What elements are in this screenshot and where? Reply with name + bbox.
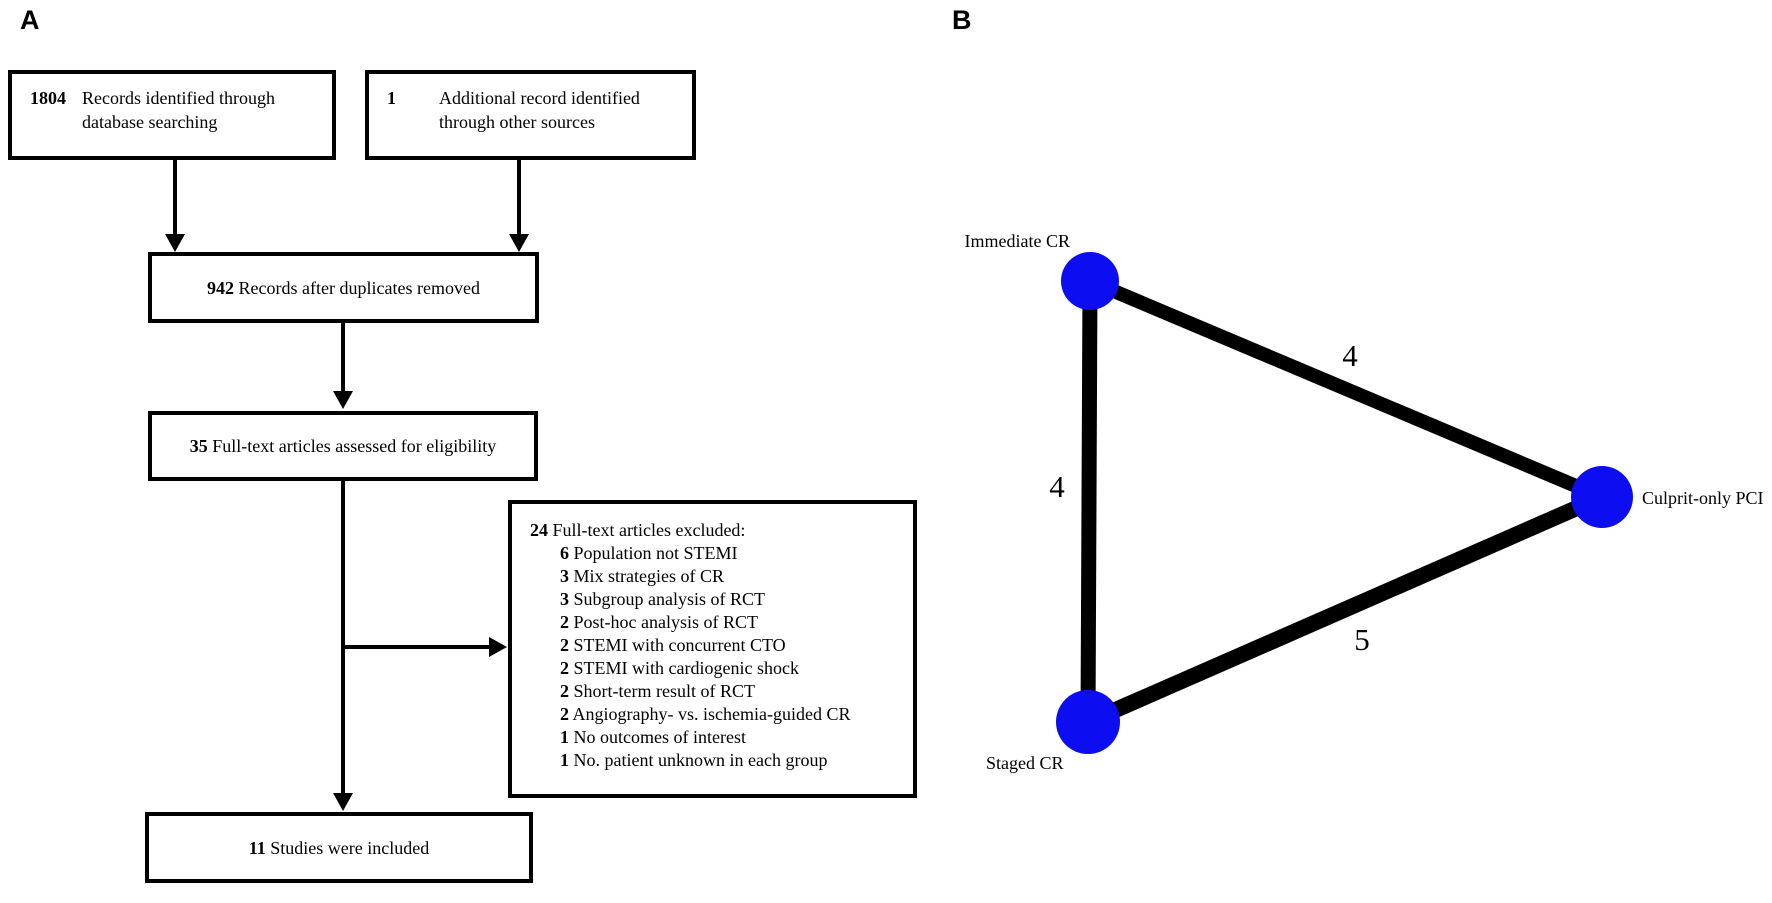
box-records-identified: 1804 Records identified through database… xyxy=(8,70,336,160)
reason-text: Angiography- vs. ischemia-guided CR xyxy=(572,704,851,724)
records-count: 1804 xyxy=(30,88,66,108)
edge-immediate-culprit xyxy=(1087,274,1605,504)
duplicates-count: 942 xyxy=(207,277,235,298)
node-immediate-cr xyxy=(1061,252,1119,310)
reason-text: Population not STEMI xyxy=(573,543,738,563)
reason-count: 2 xyxy=(560,681,569,701)
excluded-reason-row: 2 Short-term result of RCT xyxy=(560,680,905,703)
additional-count: 1 xyxy=(387,88,396,108)
panel-b-label: B xyxy=(952,5,972,35)
panel-a-label: A xyxy=(20,5,40,35)
excluded-count: 24 xyxy=(530,520,548,540)
arrowhead-records-to-duplicates xyxy=(165,234,185,252)
box-additional-records: 1 Additional record identified through o… xyxy=(365,70,696,160)
records-text: Records identified through database sear… xyxy=(82,88,275,132)
edge-staged-culprit xyxy=(1084,489,1606,730)
excluded-reason-row: 2 Post-hoc analysis of RCT xyxy=(560,611,905,634)
excluded-reason-row: 1 No outcomes of interest xyxy=(560,726,905,749)
edge-label-immediate-culprit: 4 xyxy=(1342,338,1358,373)
excluded-reason-list: 6 Population not STEMI 3 Mix strategies … xyxy=(530,542,905,772)
reason-text: Short-term result of RCT xyxy=(573,681,755,701)
connector-duplicates-to-fulltext xyxy=(341,321,345,391)
label-culprit-only-pci: Culprit-only PCI xyxy=(1642,488,1764,508)
node-culprit-only-pci xyxy=(1571,466,1633,528)
excluded-header: 24 Full-text articles excluded: xyxy=(530,519,905,542)
arrowhead-additional-to-duplicates xyxy=(509,234,529,252)
reason-count: 3 xyxy=(560,589,569,609)
box-studies-included: 11 Studies were included xyxy=(145,812,533,883)
excluded-reason-row: 2 STEMI with concurrent CTO xyxy=(560,634,905,657)
excluded-reason-row: 2 STEMI with cardiogenic shock xyxy=(560,657,905,680)
additional-text: Additional record identified through oth… xyxy=(439,88,640,132)
reason-count: 6 xyxy=(560,543,569,563)
edge-label-immediate-staged: 4 xyxy=(1049,469,1065,504)
included-text: Studies were included xyxy=(270,837,430,858)
arrowhead-fulltext-to-included xyxy=(333,793,353,811)
reason-text: Mix strategies of CR xyxy=(573,566,725,586)
reason-count: 2 xyxy=(560,658,569,678)
reason-count: 1 xyxy=(560,750,569,770)
reason-text: STEMI with cardiogenic shock xyxy=(573,658,799,678)
label-staged-cr: Staged CR xyxy=(986,753,1064,773)
excluded-text: Full-text articles excluded: xyxy=(552,520,746,540)
excluded-reason-row: 1 No. patient unknown in each group xyxy=(560,749,905,772)
arrowhead-duplicates-to-fulltext xyxy=(333,391,353,409)
box-duplicates-removed: 942 Records after duplicates removed xyxy=(148,252,539,323)
excluded-reason-row: 2 Angiography- vs. ischemia-guided CR xyxy=(560,703,905,726)
label-immediate-cr: Immediate CR xyxy=(964,231,1070,251)
reason-text: Post-hoc analysis of RCT xyxy=(573,612,759,632)
fulltext-count: 35 xyxy=(189,436,208,456)
reason-count: 2 xyxy=(560,635,569,655)
edge-immediate-staged xyxy=(1080,280,1098,723)
arrowhead-to-excluded xyxy=(489,637,507,657)
included-count: 11 xyxy=(248,837,266,858)
reason-text: No outcomes of interest xyxy=(573,727,746,747)
reason-text: Subgroup analysis of RCT xyxy=(573,589,766,609)
connector-to-excluded xyxy=(343,645,489,649)
reason-count: 2 xyxy=(560,612,569,632)
connector-additional-to-duplicates xyxy=(517,158,521,234)
fulltext-text: Full-text articles assessed for eligibil… xyxy=(212,436,497,456)
edge-label-staged-culprit: 5 xyxy=(1354,622,1370,657)
node-staged-cr xyxy=(1056,690,1120,754)
reason-count: 2 xyxy=(560,704,569,724)
reason-count: 3 xyxy=(560,566,569,586)
reason-text: No. patient unknown in each group xyxy=(573,750,828,770)
excluded-reason-row: 3 Mix strategies of CR xyxy=(560,565,905,588)
excluded-reason-row: 6 Population not STEMI xyxy=(560,542,905,565)
connector-fulltext-to-included xyxy=(341,479,345,793)
connector-records-to-duplicates xyxy=(173,158,177,234)
reason-text: STEMI with concurrent CTO xyxy=(573,635,786,655)
duplicates-text: Records after duplicates removed xyxy=(238,277,480,298)
excluded-reason-row: 3 Subgroup analysis of RCT xyxy=(560,588,905,611)
reason-count: 1 xyxy=(560,727,569,747)
box-fulltext-excluded: 24 Full-text articles excluded: 6 Popula… xyxy=(508,500,917,798)
